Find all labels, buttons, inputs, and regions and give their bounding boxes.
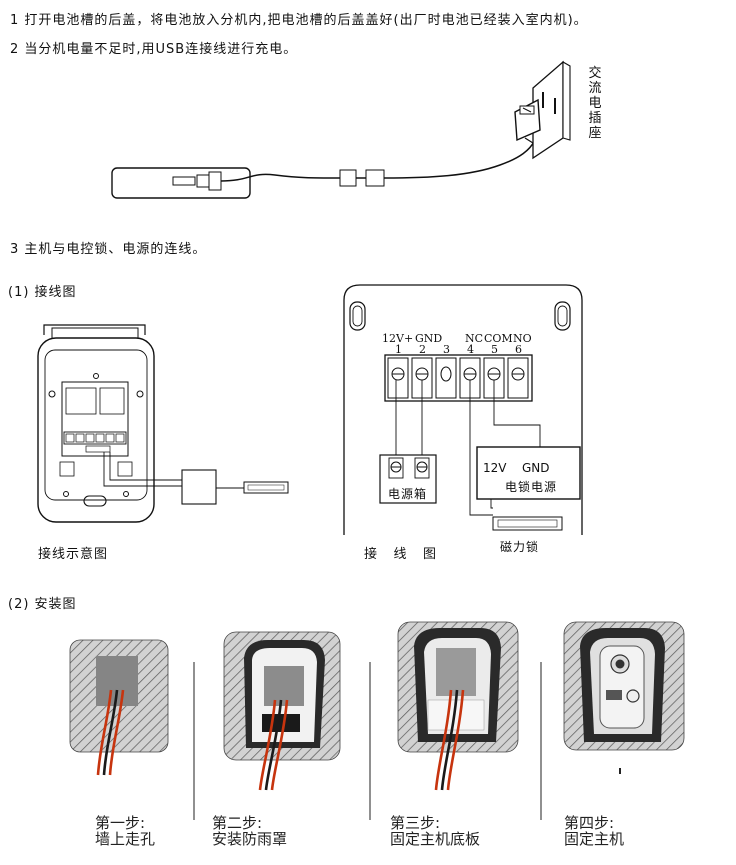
lock-power-label: 电锁电源 (505, 480, 558, 494)
install-step-1: 第一步: 墙上走孔 (95, 815, 155, 847)
terminal-number: 5 (491, 343, 498, 356)
terminal-number: 3 (443, 343, 450, 356)
outlet-label-char: 座 (588, 126, 602, 141)
install-step-title: 第一步: (95, 814, 146, 832)
terminal-label-com: COM (484, 332, 513, 345)
power-box-label: 电源箱 (388, 487, 428, 501)
terminal-number: 6 (515, 343, 522, 356)
outlet-label-char: 交 (588, 66, 602, 81)
install-step-desc: 安装防雨罩 (212, 830, 288, 848)
terminal-label-12v: 12V+ (382, 332, 414, 345)
install-step-title: 第四步: (564, 814, 615, 832)
wiring-right-caption: 接 线 图 (364, 547, 437, 562)
wiring-heading: (1) 接线图 (8, 285, 77, 300)
terminal-label-gnd: GND (415, 332, 443, 345)
terminal-label-no: NO (513, 332, 532, 345)
install-step-4: 第四步: 固定主机 (564, 815, 624, 847)
instruction-step-1: 1 打开电池槽的后盖，将电池放入分机内,把电池槽的后盖盖好(出厂时电池已经装入室… (10, 13, 588, 28)
install-step-desc: 固定主机 (564, 830, 625, 848)
instruction-step-3: 3 主机与电控锁、电源的连线。 (10, 242, 207, 257)
outlet-label-char: 电 (588, 96, 602, 111)
magnetic-lock-label: 磁力锁 (500, 540, 540, 554)
outlet-label: 交 流 电 插 座 (587, 66, 603, 141)
install-step-3: 第三步: 固定主机底板 (390, 815, 480, 847)
outlet-label-char: 流 (588, 81, 602, 96)
terminal-number: 4 (467, 343, 474, 356)
lock-power-gnd-label: GND (522, 461, 550, 475)
install-step-2: 第二步: 安装防雨罩 (212, 815, 287, 847)
terminal-number: 1 (395, 343, 402, 356)
outlet-label-char: 插 (588, 111, 602, 126)
install-step-title: 第二步: (212, 814, 263, 832)
lock-power-12v-label: 12V (483, 461, 507, 475)
install-heading: (2) 安装图 (8, 597, 77, 612)
terminal-number: 2 (419, 343, 426, 356)
install-step-desc: 固定主机底板 (390, 830, 481, 848)
terminal-label-nc: NC (465, 332, 484, 345)
install-step-title: 第三步: (390, 814, 441, 832)
install-step-desc: 墙上走孔 (95, 830, 156, 848)
wiring-left-caption: 接线示意图 (38, 547, 109, 562)
instruction-step-2: 2 当分机电量不足时,用USB连接线进行充电。 (10, 42, 298, 57)
charging-diagram (111, 60, 571, 199)
